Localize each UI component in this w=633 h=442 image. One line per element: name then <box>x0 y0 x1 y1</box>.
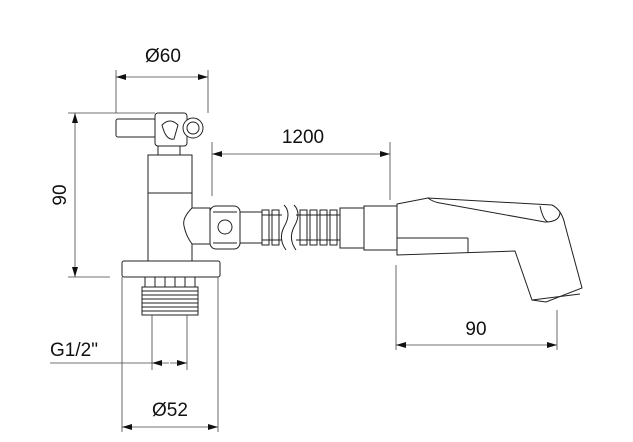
tap-valve <box>115 112 241 316</box>
elbow <box>183 207 211 245</box>
label-shower-length: 90 <box>465 319 486 340</box>
label-thread: G1/2" <box>50 340 98 361</box>
dimension-handle-diameter: Ø60 <box>115 46 209 113</box>
dimension-thread: G1/2" <box>50 315 188 370</box>
tap-body <box>147 154 193 262</box>
hose <box>239 204 340 251</box>
dimension-shower-length: 90 <box>395 265 558 350</box>
flange <box>121 260 221 278</box>
label-handle-diameter: Ø60 <box>145 46 181 67</box>
label-height: 90 <box>50 184 71 205</box>
label-hose-length: 1200 <box>282 127 324 148</box>
shower-body <box>396 197 583 303</box>
label-flange-diameter: Ø52 <box>152 400 188 421</box>
dimension-flange-diameter: Ø52 <box>121 277 219 432</box>
lever-cap <box>182 117 204 139</box>
thread <box>141 286 199 316</box>
dimension-height: 90 <box>50 112 155 278</box>
handle-hub <box>154 112 188 147</box>
dimension-hose-length: 1200 <box>211 127 391 200</box>
handle-bar <box>115 118 157 138</box>
hand-shower <box>339 197 583 303</box>
